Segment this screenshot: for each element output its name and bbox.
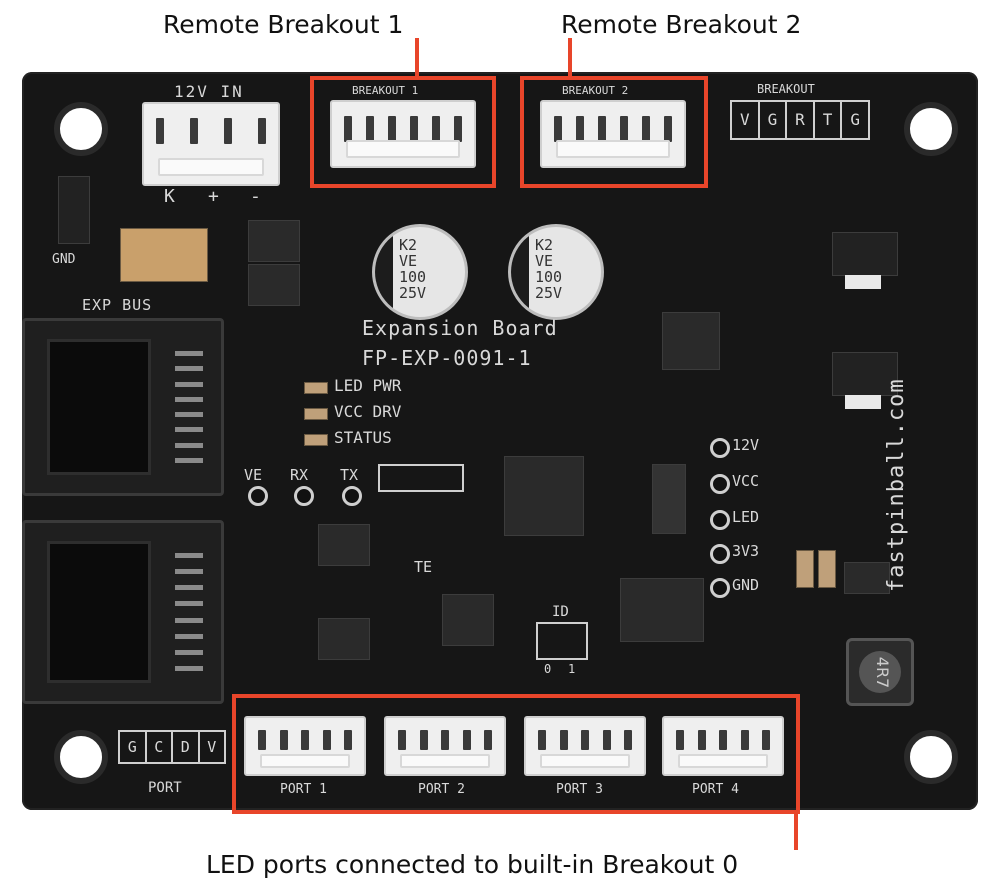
board-title: Expansion Board <box>362 316 558 340</box>
breakout-2-label: BREAKOUT 2 <box>562 84 629 97</box>
port-pin-v: V <box>207 738 217 756</box>
highlight-breakout-2 <box>520 76 708 188</box>
crystal-x1 <box>652 464 686 534</box>
fuse-f1 <box>120 228 208 282</box>
led-d5 <box>304 408 328 420</box>
mounting-hole <box>54 102 108 156</box>
rail-12v-label: 12V <box>732 436 760 454</box>
power-pin-k: K <box>164 186 175 207</box>
breakout-1-label: BREAKOUT 1 <box>352 84 419 97</box>
port-3-connector <box>524 716 646 776</box>
power-in-label: 12V IN <box>174 82 244 101</box>
breakout-pin-r: R <box>787 102 815 138</box>
power-pin-plus: + <box>208 186 219 207</box>
leader-line-breakout-1 <box>415 38 419 76</box>
rj45-jack-j8 <box>22 520 224 704</box>
capacitor-c2: K2 VE 100 25V <box>508 224 604 320</box>
breakout-2-connector <box>540 100 686 168</box>
mounting-hole <box>904 730 958 784</box>
port-header-label: PORT <box>148 780 182 796</box>
id-label: ID <box>552 604 569 620</box>
rail-3v3-label: 3V3 <box>732 542 760 560</box>
capacitor-c24 <box>796 550 814 588</box>
exp-bus-label: EXP BUS <box>82 296 153 314</box>
website-label: fastpinball.com <box>884 378 909 592</box>
rail-pad-3v3 <box>710 544 730 564</box>
test-pad-ve <box>248 486 268 506</box>
chip-u9 <box>620 578 704 642</box>
port-pin-c: C <box>147 732 173 762</box>
rail-pad-gnd <box>710 578 730 598</box>
board-part-number: FP-EXP-0091-1 <box>362 346 532 370</box>
led-pwr-label: LED PWR <box>334 376 402 395</box>
port-2-connector <box>384 716 506 776</box>
port-3-label: PORT 3 <box>556 782 603 797</box>
rail-vcc-label: VCC <box>732 472 760 490</box>
regulator-u3 <box>832 352 898 409</box>
te-label: TE <box>414 558 433 576</box>
rail-pad-led <box>710 510 730 530</box>
port-1-label: PORT 1 <box>280 782 327 797</box>
leader-line-led-ports <box>794 812 798 850</box>
breakout-pin-g: G <box>760 102 788 138</box>
power-in-connector <box>142 102 280 186</box>
status-label: STATUS <box>334 428 392 447</box>
diode-d2 <box>248 220 300 262</box>
breakout-pin-t: T <box>815 102 843 138</box>
gnd-label: GND <box>52 252 76 267</box>
port-pin-g: G <box>120 732 147 762</box>
test-pad-rx-label: RX <box>290 466 309 484</box>
led-d4 <box>304 382 328 394</box>
port-2-label: PORT 2 <box>418 782 465 797</box>
callout-remote-breakout-2: Remote Breakout 2 <box>561 10 802 39</box>
callout-remote-breakout-1: Remote Breakout 1 <box>163 10 404 39</box>
capacitor-c25 <box>818 550 836 588</box>
port-4-connector <box>662 716 784 776</box>
rail-pad-vcc <box>710 474 730 494</box>
rail-led-label: LED <box>732 508 760 526</box>
regulator-u1 <box>832 232 898 289</box>
mounting-hole <box>54 730 108 784</box>
chip-u8 <box>844 562 890 594</box>
port-pin-d: D <box>173 732 200 762</box>
breakout-pin-v: V <box>732 102 760 138</box>
mcu-u4 <box>504 456 584 536</box>
diode-d1 <box>58 176 90 244</box>
port-4-label: PORT 4 <box>692 782 739 797</box>
chip-u7 <box>318 618 370 660</box>
vcc-drv-label: VCC DRV <box>334 402 402 421</box>
capacitor-c1: K2 VE 100 25V <box>372 224 468 320</box>
breakout-1-connector <box>330 100 476 168</box>
led-d6 <box>304 434 328 446</box>
leader-line-breakout-2 <box>568 38 572 76</box>
id-pin-1: 1 <box>568 662 576 676</box>
header-j5 <box>378 464 464 492</box>
chip-u5 <box>318 524 370 566</box>
highlight-breakout-1 <box>310 76 496 188</box>
diode-d3 <box>248 264 300 306</box>
pcb-board: 12V IN K + - BREAKOUT 1 BREAKOUT 2 BREAK… <box>22 72 978 810</box>
breakout-pin-g2: G <box>850 110 860 129</box>
test-pad-rx <box>294 486 314 506</box>
test-pad-ve-label: VE <box>244 466 263 484</box>
inductor-l1: 4R7 <box>846 638 914 706</box>
breakout-header-pins: V G R T G <box>730 100 870 140</box>
rail-pad-12v <box>710 438 730 458</box>
chip-u2 <box>662 312 720 370</box>
port-header: G C D V <box>118 730 226 764</box>
id-pin-0: 0 <box>544 662 552 676</box>
mounting-hole <box>904 102 958 156</box>
id-jumper <box>536 622 588 660</box>
chip-u6 <box>442 594 494 646</box>
inductor-marking: 4R7 <box>873 656 893 689</box>
port-1-connector <box>244 716 366 776</box>
highlight-led-ports <box>232 694 800 814</box>
test-pad-tx-label: TX <box>340 466 359 484</box>
callout-led-ports: LED ports connected to built-in Breakout… <box>206 850 739 879</box>
rail-gnd-label: GND <box>732 576 760 594</box>
rj45-jack-j4 <box>22 318 224 496</box>
test-pad-tx <box>342 486 362 506</box>
breakout-header-label: BREAKOUT <box>757 82 815 96</box>
power-pin-minus: - <box>250 186 261 207</box>
